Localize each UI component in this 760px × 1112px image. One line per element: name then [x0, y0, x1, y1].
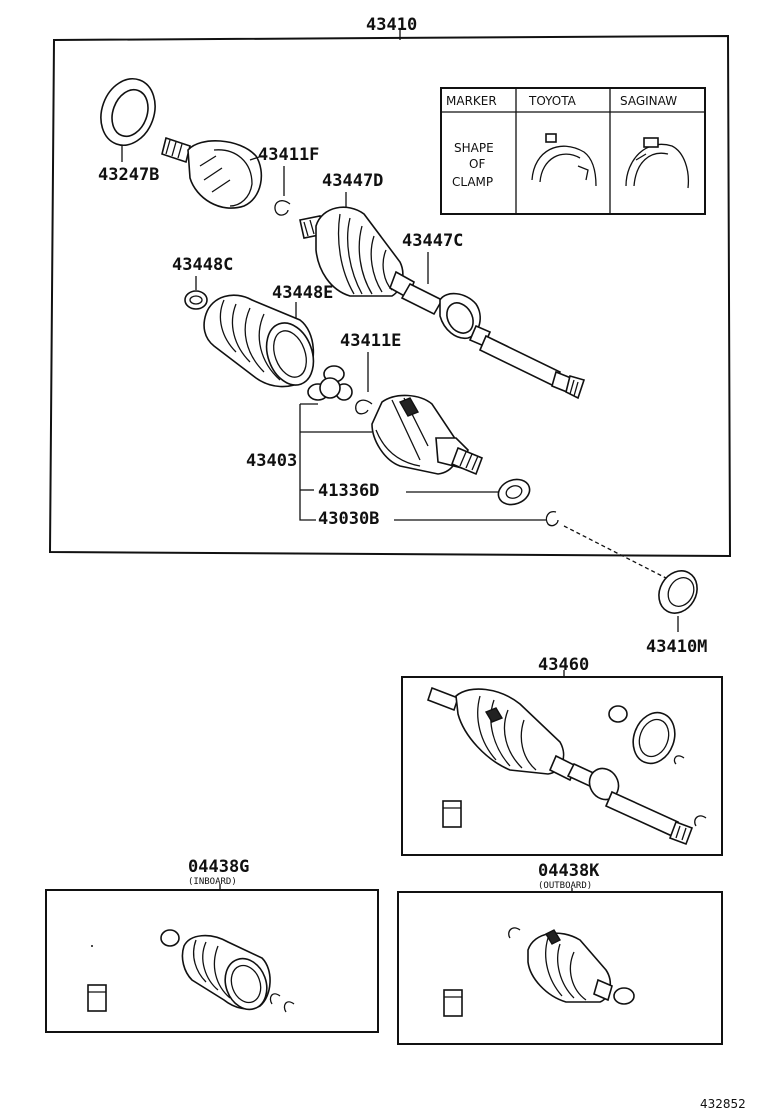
- label-43247B: 43247B: [98, 165, 159, 185]
- ring-b: 43030B: [318, 509, 667, 579]
- table-header-saginaw: SAGINAW: [620, 94, 677, 108]
- saginaw-clamp-icon: [625, 137, 690, 189]
- label-04438G: 04438G: [188, 857, 249, 877]
- label-43447D: 43447D: [322, 171, 383, 191]
- label-43448C: 43448C: [172, 255, 233, 275]
- table-header-marker: MARKER: [446, 94, 497, 108]
- dust-deflector: 43410M: [646, 570, 707, 657]
- marker-table: MARKER TOYOTA SAGINAW SHAPE OF CLAMP: [440, 87, 706, 215]
- main-assembly-frame: 43410: [48, 15, 732, 558]
- label-43403: 43403: [246, 451, 297, 471]
- toyota-clamp-icon: [531, 133, 597, 187]
- outboard-boot-kit-frame: 04438K (OUTBOARD): [397, 861, 723, 1045]
- label-43447C: 43447C: [402, 231, 463, 251]
- label-43410M: 43410M: [646, 637, 707, 657]
- figure-number: 432852: [700, 1097, 746, 1111]
- label-43410: 43410: [366, 15, 417, 35]
- label-43460: 43460: [538, 655, 589, 675]
- table-header-toyota: TOYOTA: [528, 94, 577, 108]
- outboard-boot-and-shaft: 43447D: [299, 171, 586, 400]
- label-41336D: 41336D: [318, 481, 379, 501]
- clamp-c: 43448C: [172, 255, 233, 310]
- table-row-label-line1: SHAPE: [454, 141, 494, 155]
- label-inboard-note: (INBOARD): [188, 877, 237, 887]
- table-row-label-line2: OF: [469, 157, 485, 171]
- oil-seal: 41336D: [300, 478, 531, 506]
- boot-c-leader: 43447C: [402, 231, 463, 284]
- table-row-label-line3: CLAMP: [452, 175, 493, 189]
- label-43411F: 43411F: [258, 145, 319, 165]
- snap-ring-f: 43411F: [258, 145, 319, 216]
- inboard-boot: 43448E: [203, 283, 333, 388]
- label-04438K: 04438K: [538, 861, 600, 881]
- label-43411E: 43411E: [340, 331, 401, 351]
- inboard-boot-kit-frame: 04438G (INBOARD): [45, 857, 379, 1033]
- outer-cv-joint: [161, 136, 263, 209]
- shaft-assembly-frame: 43460: [401, 655, 723, 856]
- label-43448E: 43448E: [272, 283, 333, 303]
- outer-bearing-ring: 43247B: [98, 78, 159, 185]
- inboard-joint-housing: 43403: [246, 394, 484, 521]
- label-outboard-note: (OUTBOARD): [538, 881, 592, 891]
- label-43030B: 43030B: [318, 509, 379, 529]
- tripod-and-snap-ring: 43411E: [307, 331, 401, 415]
